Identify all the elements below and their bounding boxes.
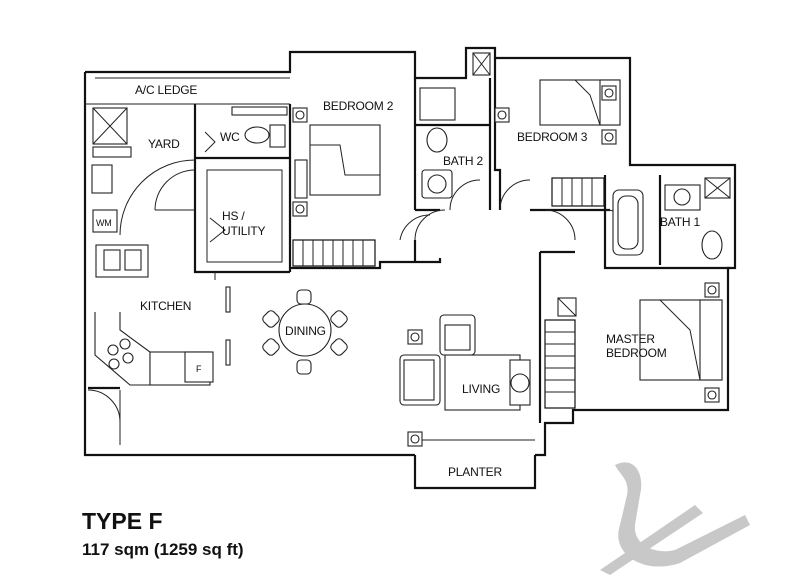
label-master-line2: BEDROOM [606,346,667,360]
outer-walls [83,46,737,490]
unit-area: 117 sqm (1259 sq ft) [82,540,244,559]
unit-type-title: TYPE F [82,508,163,534]
wardrobes [292,177,605,409]
label-master-line1: MASTER [606,332,655,346]
label-bedroom-3: BEDROOM 3 [517,130,588,144]
label-wc: WC [220,130,240,144]
label-living: LIVING [462,382,500,396]
label-hs-line2: UTILITY [222,224,265,238]
watermark-logo [600,462,750,575]
label-bath-2: BATH 2 [443,154,483,168]
label-fridge: F [196,364,202,374]
label-planter: PLANTER [448,465,502,479]
label-yard: YARD [148,137,180,151]
doors [87,159,641,445]
label-bath-1: BATH 1 [660,215,700,229]
label-bedroom-2: BEDROOM 2 [323,99,394,113]
fixtures [91,52,731,447]
label-ac-ledge: A/C LEDGE [135,83,197,97]
room-labels: A/C LEDGE YARD WC HS / UTILITY WM KITCHE… [96,83,701,479]
label-wm: WM [96,218,112,228]
label-dining: DINING [285,324,326,338]
label-kitchen: KITCHEN [140,299,191,313]
label-hs-line1: HS / [222,209,245,223]
